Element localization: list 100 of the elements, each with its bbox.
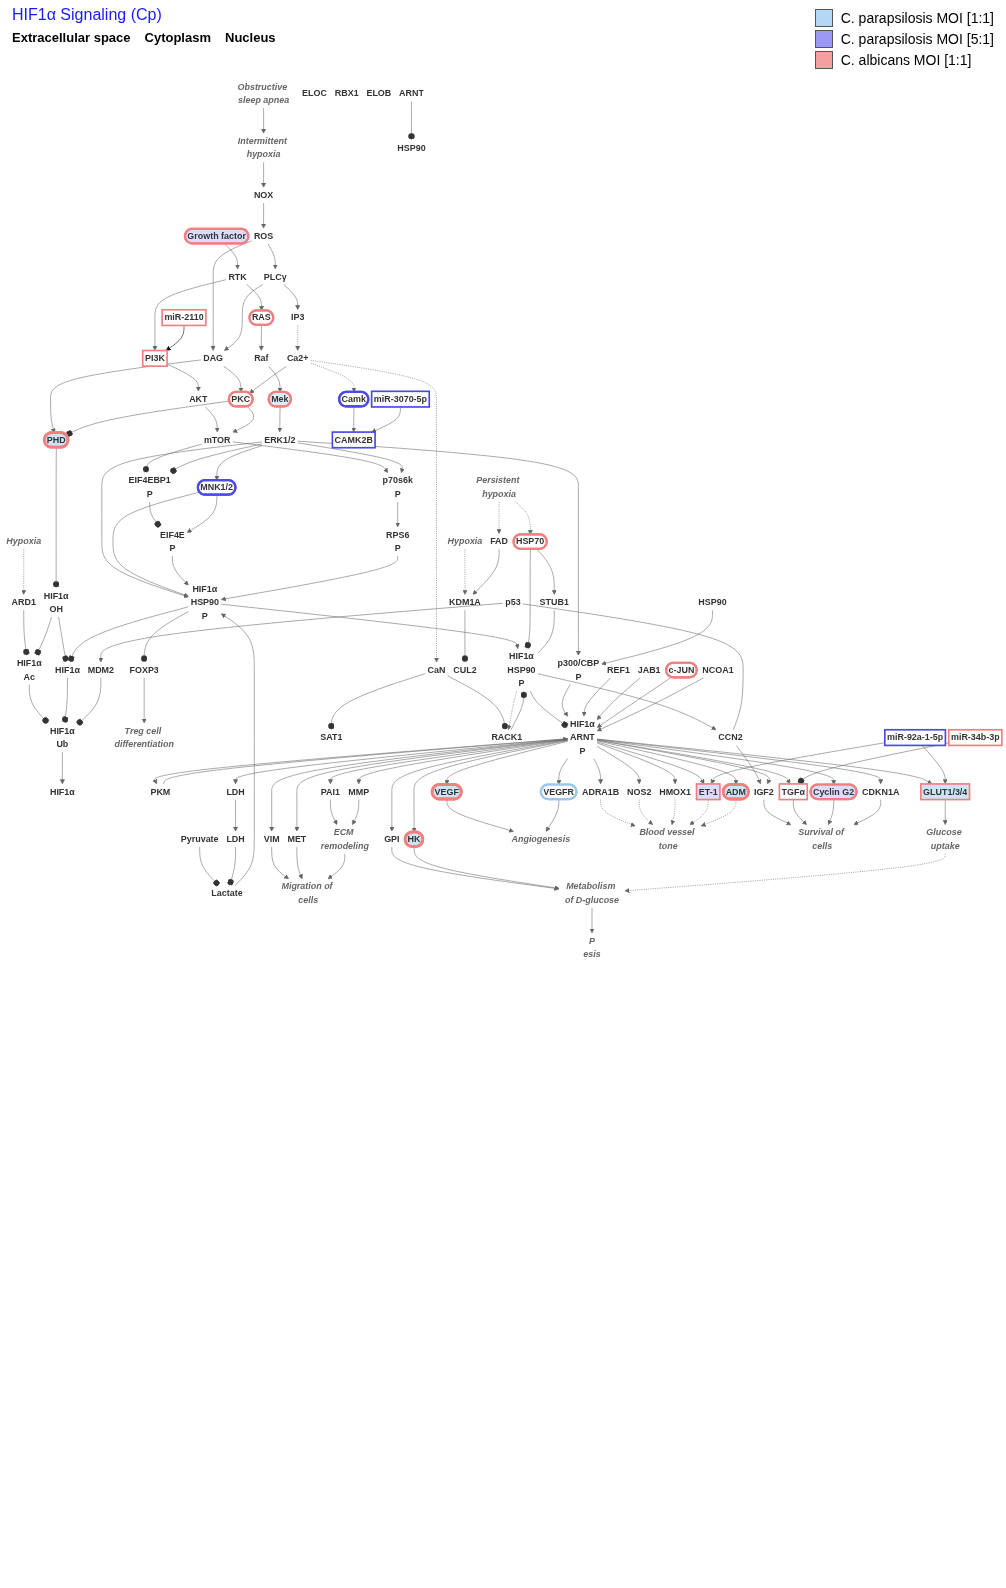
node-text: HIF1α ARNT [569, 719, 595, 743]
node-text: Raf [254, 353, 269, 363]
node-text: GPI [384, 834, 400, 844]
node-text: HIF1α [49, 786, 75, 797]
connector [537, 609, 555, 654]
node-text: HSP90 [397, 142, 426, 153]
compartment-label: Extracellular space [12, 30, 131, 45]
node-text: KDM1A [449, 597, 481, 607]
compartment-label: Cytoplasm [144, 30, 211, 45]
node-text: VIM [263, 834, 280, 844]
node-text: ARNT [399, 88, 424, 99]
node-label: P [201, 610, 208, 621]
node-text: HIF1α HSP90 [190, 584, 219, 607]
node-text: HSP90 [698, 597, 727, 607]
node-text: Angiogenesis [511, 834, 571, 844]
node-text: LDH [226, 834, 245, 844]
node-text: HIF1α [43, 590, 69, 601]
node-text: HIF1α [55, 664, 80, 675]
node-text: p70s6k [382, 475, 413, 486]
node-label: OH [49, 604, 63, 614]
node-text: MDM2 [87, 664, 115, 675]
node-text: HIF1α [16, 658, 42, 668]
node-text: SAT1 [320, 732, 343, 743]
node-label: P [394, 543, 401, 553]
node-box: PI3K [141, 349, 168, 367]
node-text: RBX1 [334, 88, 359, 99]
node-text: REF1 [607, 664, 630, 675]
node-box: miR-34b-3p [947, 728, 1003, 747]
node-text: DAG [203, 353, 224, 363]
node-text: ECM remodeling [320, 827, 369, 851]
node-text: p300/CBP [557, 658, 600, 668]
node-text: p53 [505, 597, 521, 607]
legend-label: C. parapsilosis MOI [1:1] [840, 10, 994, 26]
node-label: P [518, 678, 525, 688]
node-text: RACK1 [491, 732, 523, 743]
node-text: NCOA1 [702, 664, 734, 675]
node-text: Hypoxia [6, 536, 42, 547]
node-text: IGF2 [753, 786, 774, 797]
node-text: ROS [253, 231, 274, 241]
node-text: FOXP3 [129, 664, 159, 675]
node-text: NOS2 [627, 786, 652, 797]
node-text: Persistent hypoxia [476, 475, 520, 499]
node-box: ET-1 [695, 783, 721, 801]
diagram-title: HIF1α Signaling (Cp) [12, 6, 163, 24]
node-text: MET [287, 834, 307, 844]
node-text: ERK1/2 [264, 434, 296, 445]
node-text: LDH [226, 786, 245, 797]
node-text: CCN2 [718, 732, 743, 743]
node-text: Migration of cells [281, 881, 333, 905]
node-box: GLUT1/3/4 [920, 783, 971, 801]
node-text: CUL2 [453, 664, 477, 675]
node-text: Intermittent hypoxia [237, 136, 287, 159]
node-text: Treg cell differentiation [114, 725, 174, 749]
node-text: HMOX1 [659, 786, 691, 797]
node-text: HIF1α HSP90 [507, 651, 536, 675]
node-text: PAI1 [320, 786, 341, 797]
node-label: Ub [56, 739, 69, 749]
node-text: Hypoxia [447, 536, 483, 547]
node-box: miR-2110 [161, 308, 207, 327]
node-box: CAMK2B [331, 431, 376, 449]
node-text: CDKN1A [862, 786, 900, 797]
node-box: miR-3070-5p [370, 390, 431, 408]
node-text: Pyruvate [180, 834, 219, 844]
node-text: EIF4EBP1 [128, 475, 171, 486]
node-text: CaN [427, 664, 446, 675]
node-text: ELOC [302, 88, 327, 99]
legend-label: C. albicans MOI [1:1] [840, 52, 972, 68]
node-label: P [169, 543, 176, 553]
node-text: PKM [150, 786, 171, 797]
node-text: AKT [189, 394, 208, 404]
node-text: ARD1 [11, 597, 36, 607]
node-label: P [146, 489, 153, 499]
node-text: Blood vessel tone [639, 827, 695, 851]
node-text: Survival of cells [798, 827, 844, 851]
node-text: ELOB [366, 88, 392, 99]
node-text: Glucose uptake [926, 827, 962, 851]
compartment-label: Nucleus [225, 30, 276, 45]
node-text: NOX [253, 190, 274, 200]
node-label: P [579, 745, 586, 756]
node-text: Metabolism of D-glucose [564, 881, 620, 905]
node-text: MMP [348, 786, 370, 797]
node-text: PLCγ [263, 271, 287, 282]
node-label: Ac [23, 671, 36, 682]
node-text: FAD [490, 536, 508, 547]
node-text: P esis [583, 935, 601, 959]
node-text: JAB1 [637, 664, 661, 675]
node-text: mTOR [203, 434, 231, 445]
node-text: RPS6 [386, 529, 410, 540]
node-text: Lactate [211, 888, 243, 898]
legend-label: C. parapsilosis MOI [5:1] [840, 31, 994, 47]
node-text: STUB1 [539, 597, 569, 607]
node-box: miR-92a-1-5p [883, 728, 947, 747]
node-text: RTK [228, 271, 247, 282]
node-label: P [394, 489, 401, 499]
node-box: TGFα [778, 783, 809, 801]
node-text: HIF1α [49, 725, 75, 736]
node-text: IP3 [291, 312, 305, 323]
node-label: P [575, 671, 582, 682]
node-text: ADRA1B [581, 786, 620, 797]
node-text: Obstructive sleep apnea [237, 81, 290, 105]
